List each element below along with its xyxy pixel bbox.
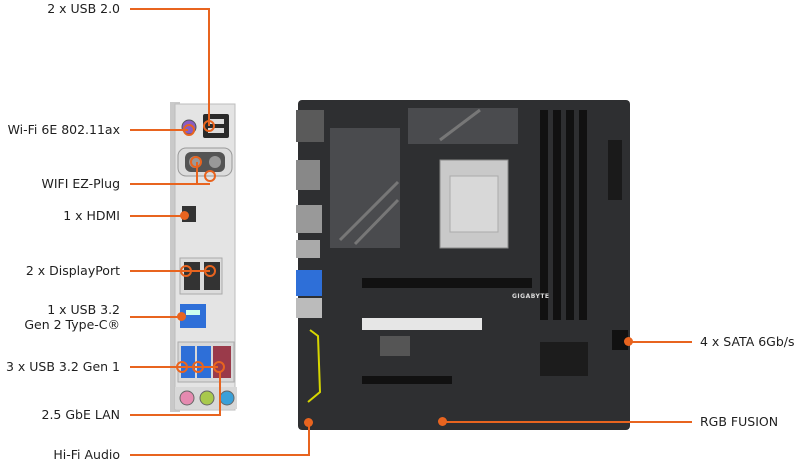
callout-line-ezplug-up [196, 162, 198, 184]
callout-line-audio-up [308, 424, 310, 456]
callout-line-lan [130, 414, 220, 416]
callout-line-displayport [130, 270, 210, 272]
marker-displayport-b [204, 265, 216, 277]
marker-sata [624, 337, 633, 346]
marker-rgb [438, 417, 447, 426]
callout-line-usb20-drop [208, 8, 210, 126]
callout-line-rgb [446, 421, 692, 423]
callout-line-wifi [130, 129, 188, 131]
callout-line-ezplug [130, 183, 210, 185]
marker-usb32-b [192, 361, 204, 373]
board-brand: GIGABYTE [512, 293, 550, 300]
label-audio: Hi-Fi Audio [53, 447, 120, 462]
marker-usb32-a [176, 361, 188, 373]
label-displayport: 2 x DisplayPort [25, 263, 120, 278]
marker-audio [304, 418, 313, 427]
label-usb20: 2 x USB 2.0 [47, 1, 120, 16]
callout-line-usb20 [130, 8, 210, 10]
marker-wifi [183, 124, 195, 136]
callout-line-usb32 [130, 366, 218, 368]
marker-displayport-a [180, 265, 192, 277]
pcb [296, 100, 630, 430]
marker-typec [177, 312, 186, 321]
label-usb32: 3 x USB 3.2 Gen 1 [5, 359, 120, 374]
label-rgb: RGB FUSION [700, 414, 779, 429]
marker-ezplug-b [204, 170, 216, 182]
callout-line-audio [130, 454, 310, 456]
callout-line-sata [632, 341, 692, 343]
marker-hdmi [180, 211, 189, 220]
callout-line-typec [130, 316, 182, 318]
label-wifi: Wi-Fi 6E 802.11ax [7, 122, 120, 137]
label-lan: 2.5 GbE LAN [41, 407, 121, 422]
label-sata: 4 x SATA 6Gb/s [700, 334, 795, 349]
label-typec-line1: 1 x USB 3.2 [47, 302, 120, 317]
label-ezplug: WIFI EZ-Plug [41, 176, 120, 191]
label-typec-line2: Gen 2 Type-C® [24, 317, 120, 332]
marker-usb20 [203, 120, 215, 132]
marker-ezplug [190, 156, 202, 168]
label-hdmi: 1 x HDMI [63, 208, 120, 223]
callout-line-hdmi [130, 215, 185, 217]
callout-line-lan-up [219, 372, 221, 416]
